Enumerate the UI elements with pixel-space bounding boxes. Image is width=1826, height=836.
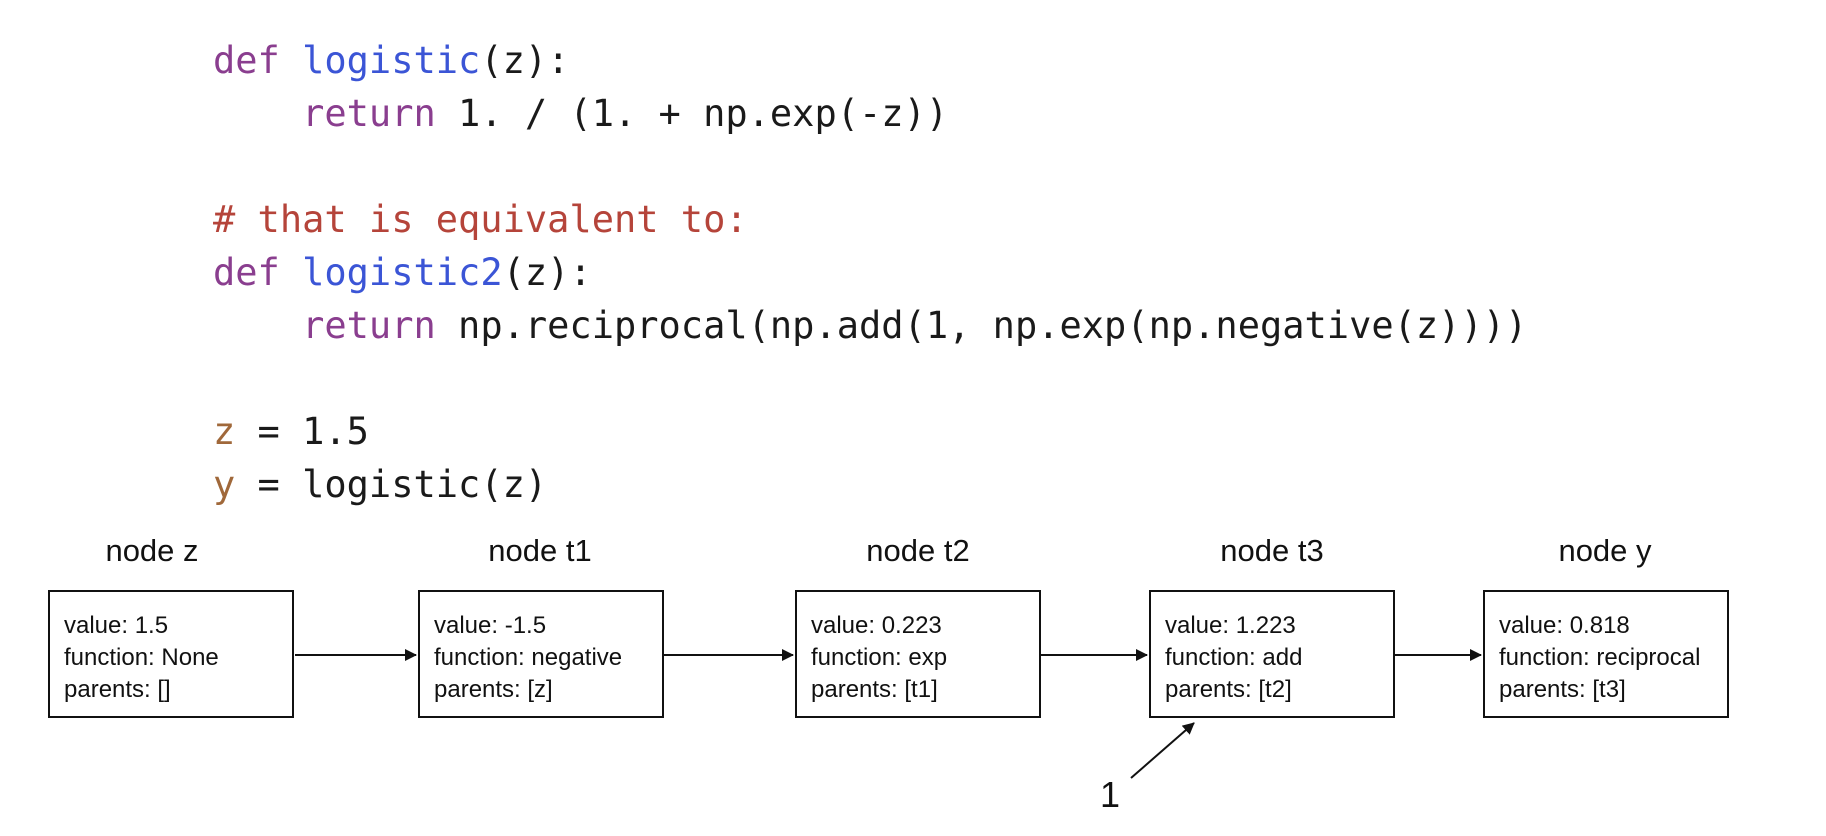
code-token: = logistic(z) [235, 463, 548, 506]
code-token: return [213, 304, 459, 347]
node-value: value: 0.818 [1499, 612, 1630, 639]
code-line: z = 1.5 [213, 405, 1527, 458]
node-function: function: exp [811, 644, 948, 671]
code-token: = 1.5 [235, 410, 369, 453]
code-token: logistic [302, 39, 481, 82]
code-line: return np.reciprocal(np.add(1, np.exp(np… [213, 299, 1527, 352]
node-parents: parents: [t3] [1499, 676, 1626, 703]
node-z: value: 1.5 function: None parents: [] [48, 590, 294, 718]
code-listing: def logistic(z): return 1. / (1. + np.ex… [213, 34, 1527, 511]
code-token: def [213, 39, 303, 82]
node-function: function: None [64, 644, 219, 671]
node-title-t1: node t1 [488, 533, 592, 568]
node-title-y: node y [1558, 533, 1652, 568]
annotation-arrow [1130, 722, 1195, 779]
node-t3: value: 1.223 function: add parents: [t2] [1149, 590, 1395, 718]
node-value: value: 0.223 [811, 612, 942, 639]
code-token: 1. / (1. + np.exp(-z)) [458, 92, 949, 135]
code-line: # that is equivalent to: [213, 193, 1527, 246]
code-token: logistic2 [302, 251, 503, 294]
node-value: value: 1.5 [64, 612, 169, 639]
node-parents: parents: [t1] [811, 676, 938, 703]
code-line: def logistic2(z): [213, 246, 1527, 299]
node-function: function: reciprocal [1499, 644, 1701, 671]
code-token: z [213, 410, 236, 453]
code-token: (z): [502, 251, 592, 294]
code-line: y = logistic(z) [213, 458, 1527, 511]
node-parents: parents: [] [64, 676, 171, 703]
node-parents: parents: [t2] [1165, 676, 1292, 703]
code-line: return 1. / (1. + np.exp(-z)) [213, 87, 1527, 140]
code-token: def [213, 251, 303, 294]
node-title-z: node z [105, 533, 199, 568]
node-title-t2: node t2 [866, 533, 970, 568]
annotation-label: 1 [1100, 774, 1121, 815]
node-value: value: 1.223 [1165, 612, 1296, 639]
code-token: return [213, 92, 459, 135]
node-t1: value: -1.5 function: negative parents: … [418, 590, 664, 718]
node-parents: parents: [z] [434, 676, 553, 703]
code-token: # that is equivalent to: [213, 198, 748, 241]
node-value: value: -1.5 [434, 612, 547, 639]
code-line: def logistic(z): [213, 34, 1527, 87]
node-function: function: add [1165, 644, 1303, 671]
node-y: value: 0.818 function: reciprocal parent… [1483, 590, 1729, 718]
node-title-t3: node t3 [1220, 533, 1324, 568]
node-t2: value: 0.223 function: exp parents: [t1] [795, 590, 1041, 718]
code-token: (z): [480, 39, 570, 82]
code-token: np.reciprocal(np.add(1, np.exp(np.negati… [458, 304, 1528, 347]
node-function: function: negative [434, 644, 623, 671]
code-token: y [213, 463, 236, 506]
